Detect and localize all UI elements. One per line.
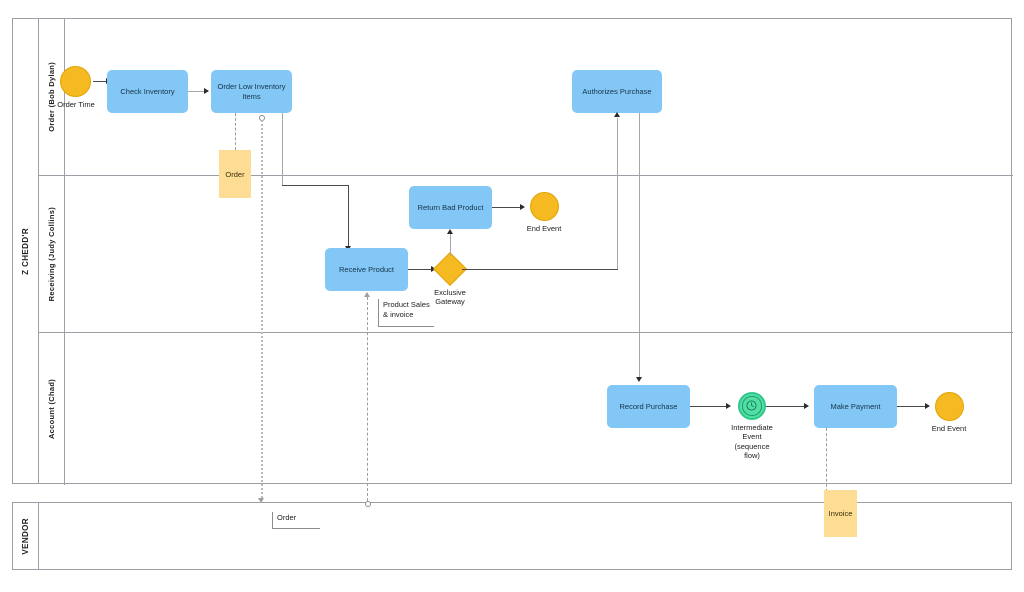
annotation-order-vendor: Order: [272, 512, 320, 529]
start-event-order-time[interactable]: [60, 66, 91, 97]
lane-order-header: Order (Bob Dylan): [39, 19, 65, 175]
flow-record-to-intermediate: [690, 406, 728, 407]
data-object-invoice[interactable]: Invoice: [824, 490, 857, 537]
flow-authorizes-to-record-arrow: [635, 377, 642, 382]
pool-vendor-label: VENDOR: [21, 517, 30, 555]
flow-intermediate-to-payment: [766, 406, 806, 407]
message-flow-vendor-to-receive-marker: [365, 501, 371, 507]
task-return-bad-product[interactable]: Return Bad Product: [409, 186, 492, 229]
lane-account-label: Account (Chad): [47, 378, 56, 440]
association-orderlow-to-order-dataobject: [235, 113, 236, 150]
exclusive-gateway-label: Exclusive Gateway: [434, 288, 466, 307]
message-flow-order-to-vendor-arrow: [257, 498, 264, 503]
flow-gateway-right: [462, 269, 618, 270]
pool-z-cheddr-label: Z CHEDD'R: [21, 227, 30, 275]
end-event-receiving[interactable]: [530, 192, 559, 221]
task-authorizes-purchase[interactable]: Authorizes Purchase: [572, 70, 662, 113]
lane-receiving-label: Receiving (Judy Collins): [47, 206, 56, 302]
start-event-order-time-label: Order Time: [57, 100, 95, 109]
flow-returnbad-to-end-arrow: [520, 203, 525, 210]
message-flow-vendor-to-receive-arrow: [363, 292, 370, 297]
end-event-receiving-label: End Event: [526, 224, 562, 233]
intermediate-timer-event[interactable]: [738, 392, 766, 420]
pool-vendor[interactable]: VENDOR: [12, 502, 1012, 570]
flow-authorizes-to-record: [639, 113, 640, 379]
task-receive-product[interactable]: Receive Product: [325, 248, 408, 291]
pool-z-cheddr-header: Z CHEDD'R: [13, 19, 39, 483]
flow-record-to-intermediate-arrow: [726, 402, 731, 409]
end-event-account-label: End Event: [931, 424, 967, 433]
flow-check-to-orderlow: [188, 91, 205, 92]
pool-vendor-header: VENDOR: [13, 503, 39, 569]
flow-receive-to-gateway: [408, 269, 433, 270]
intermediate-timer-event-label: Intermediate Event (sequence flow): [731, 423, 773, 461]
lane-order[interactable]: Order (Bob Dylan): [39, 19, 1013, 176]
flow-start-to-check: [93, 81, 107, 82]
lane-account[interactable]: Account (Chad): [39, 333, 1013, 485]
association-payment-to-invoice: [826, 428, 827, 492]
message-flow-vendor-to-receive: [367, 297, 368, 501]
flow-intermediate-to-payment-arrow: [804, 402, 809, 409]
data-object-order-top[interactable]: Order: [219, 150, 251, 198]
flow-orderlow-to-receive-down: [348, 185, 349, 248]
lane-order-label: Order (Bob Dylan): [47, 62, 56, 132]
task-make-payment[interactable]: Make Payment: [814, 385, 897, 428]
flow-orderlow-right: [282, 185, 349, 186]
flow-gateway-to-returnbad-arrow: [446, 229, 453, 234]
clock-glyph: [746, 400, 758, 412]
flow-returnbad-to-end: [492, 207, 522, 208]
lane-receiving[interactable]: Receiving (Judy Collins): [39, 176, 1013, 333]
flow-payment-to-end-arrow: [925, 402, 930, 409]
message-flow-order-to-vendor: [261, 120, 263, 498]
timer-icon: [742, 396, 762, 416]
task-record-purchase[interactable]: Record Purchase: [607, 385, 690, 428]
pool-z-cheddr[interactable]: Z CHEDD'R Order (Bob Dylan) Receiving (J…: [12, 18, 1013, 485]
lane-account-header: Account (Chad): [39, 333, 65, 485]
flow-orderlow-down: [282, 113, 283, 185]
flow-check-to-orderlow-arrow: [204, 87, 209, 94]
task-check-inventory[interactable]: Check Inventory: [107, 70, 188, 113]
end-event-account[interactable]: [935, 392, 964, 421]
flow-payment-to-end: [897, 406, 927, 407]
task-order-low-inventory-items[interactable]: Order Low Inventory Items: [211, 70, 292, 113]
annotation-product-sales-invoice: Product Sales & invoice: [378, 299, 434, 327]
lane-receiving-header: Receiving (Judy Collins): [39, 176, 65, 332]
flow-gateway-up-to-authorizes: [617, 118, 618, 269]
flow-gateway-to-returnbad: [450, 234, 451, 256]
flow-gateway-to-authorizes-arrow: [613, 112, 620, 117]
